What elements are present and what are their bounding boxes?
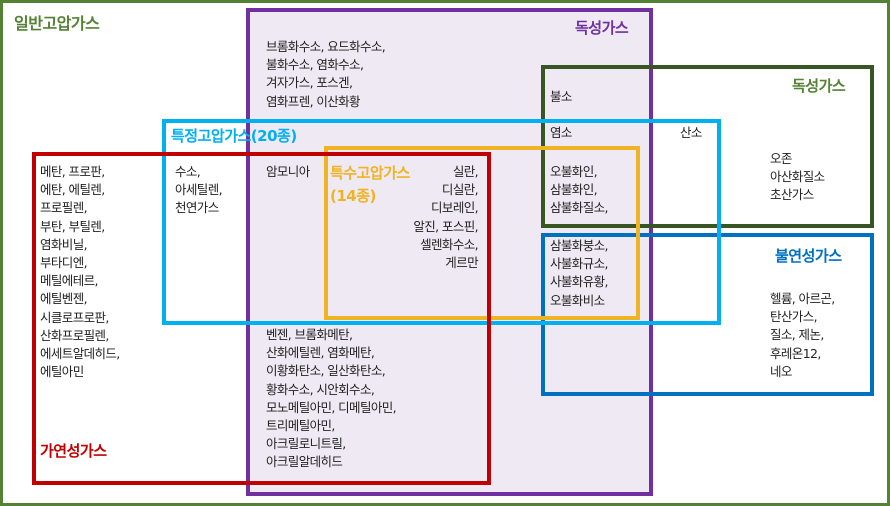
list-item: 아크릴로니트릴, [266, 436, 346, 452]
toxic-only-list: 브롬화수소, 요드화수소, 불화수소, 염화수소, 겨자가스, 포스겐, 염화프… [266, 38, 386, 111]
list-item: 메틸에테르, [40, 273, 98, 289]
list-item: 셀렌화수소, [420, 236, 478, 252]
special-gas-label: 특수고압가스 [330, 164, 410, 182]
toxic-flammable-list: 벤젠, 브롬화메탄, 산화에틸렌, 염화메탄, 이황화탄소, 일산화탄소, 황화… [266, 326, 397, 472]
specific-toxic-oxidizing-list: 염소 [550, 124, 572, 142]
oxidizing-gas-label: 독성가스 [792, 77, 846, 95]
general-gas-label: 일반고압가스 [14, 14, 100, 33]
list-item: 사불화유황, [550, 274, 608, 290]
specific-gas-label: 특정고압가스(20종) [171, 127, 297, 145]
list-item: 산화프로필렌, [40, 327, 109, 343]
toxic-gas-region [246, 8, 653, 496]
nonflammable-only-list: 헬륨, 아르곤, 탄산가스, 질소, 제논, 후레온12, 네오 [770, 290, 835, 381]
list-item: 게르만 [445, 255, 478, 271]
list-item: 디실란, [441, 182, 479, 198]
list-item: 산화에틸렌, 염화메탄, [266, 345, 375, 361]
flammable-only-list: 메탄, 프로판, 에탄, 에틸렌, 프로필렌, 부탄, 부틸렌, 염화비닐, 부… [40, 163, 120, 381]
special-gas-count: (14종) [330, 187, 376, 205]
list-item: 불화수소, 염화수소, [266, 57, 364, 73]
list-item: 탄산가스, [770, 309, 818, 325]
special-flammable-list: 실란, 디실란, 디보레인, 알진, 포스핀, 셀렌화수소, 게르만 [413, 163, 478, 272]
list-item: 삼불화인, [550, 182, 598, 198]
list-item: 에틸벤젠, [40, 291, 88, 307]
list-item: 수소, [175, 164, 201, 179]
list-item: 아크릴알데히드 [266, 454, 343, 470]
list-item: 네오 [770, 363, 792, 379]
list-item: 천연가스 [175, 200, 219, 216]
list-item: 에세트알데히드, [40, 346, 120, 362]
list-item: 오존 [770, 151, 792, 166]
list-item: 암모니아 [266, 164, 310, 179]
special-toxic-nonflammable-list: 삼불화붕소, 사불화규소, 사불화유황, 오불화비소 [550, 237, 608, 310]
list-item: 브롬화수소, 요드화수소, [266, 39, 386, 54]
flammable-gas-label: 가연성가스 [40, 442, 107, 460]
list-item: 초산가스 [770, 187, 814, 203]
list-item: 실란, [452, 164, 479, 179]
list-item: 알진, 포스핀, [413, 218, 478, 234]
list-item: 프로필렌, [40, 200, 88, 216]
list-item: 삼불화붕소, [550, 238, 608, 253]
list-item: 황화수소, 시안회수소, [266, 381, 375, 397]
specific-toxic-flammable-list: 암모니아 [266, 163, 310, 181]
specific-oxidizing-list: 산소 [680, 124, 702, 142]
list-item: 헬륨, 아르곤, [770, 291, 835, 306]
flammable-gas-region [32, 152, 491, 485]
special-gas-region [324, 146, 640, 320]
list-item: 염화프렌, 이산화황 [266, 93, 361, 109]
list-item: 부탄, 부틸렌, [40, 218, 105, 234]
list-item: 염화비닐, [40, 236, 88, 252]
list-item: 아세틸렌, [175, 182, 223, 198]
list-item: 디보레인, [431, 200, 479, 216]
list-item: 시클로프로판, [40, 309, 109, 325]
toxic-oxidizing-list: 불소 [550, 88, 572, 106]
list-item: 트리메틸아민, [266, 418, 335, 434]
list-item: 오불화비소 [550, 292, 605, 308]
list-item: 메탄, 프로판, [40, 164, 105, 179]
oxidizing-only-list: 오존 아산화질소 초산가스 [770, 150, 825, 205]
specific-gas-region [162, 119, 721, 325]
list-item: 부타디엔, [40, 255, 88, 271]
list-item: 불소 [550, 89, 572, 104]
list-item: 산소 [680, 125, 702, 140]
list-item: 질소, 제논, [770, 327, 824, 343]
list-item: 사불화규소, [550, 256, 608, 272]
list-item: 염소 [550, 125, 572, 140]
list-item: 겨자가스, 포스겐, [266, 75, 353, 91]
nonflammable-gas-region [541, 233, 874, 396]
list-item: 에틸아민 [40, 364, 84, 380]
list-item: 후레온12, [770, 345, 821, 361]
toxic-gas-label: 독성가스 [575, 19, 629, 37]
special-toxic-oxidizing-list: 오불화인, 삼불화인, 삼불화질소, [550, 163, 608, 218]
list-item: 벤젠, 브롬화메탄, [266, 327, 353, 342]
list-item: 오불화인, [550, 164, 598, 179]
specific-flammable-list: 수소, 아세틸렌, 천연가스 [175, 163, 223, 218]
list-item: 모노메틸아민, 디메틸아민, [266, 399, 397, 415]
nonflammable-gas-label: 불연성가스 [775, 247, 842, 265]
list-item: 아산화질소 [770, 169, 825, 185]
list-item: 이황화탄소, 일산화탄소, [266, 363, 386, 379]
list-item: 삼불화질소, [550, 200, 608, 216]
list-item: 에탄, 에틸렌, [40, 182, 105, 198]
